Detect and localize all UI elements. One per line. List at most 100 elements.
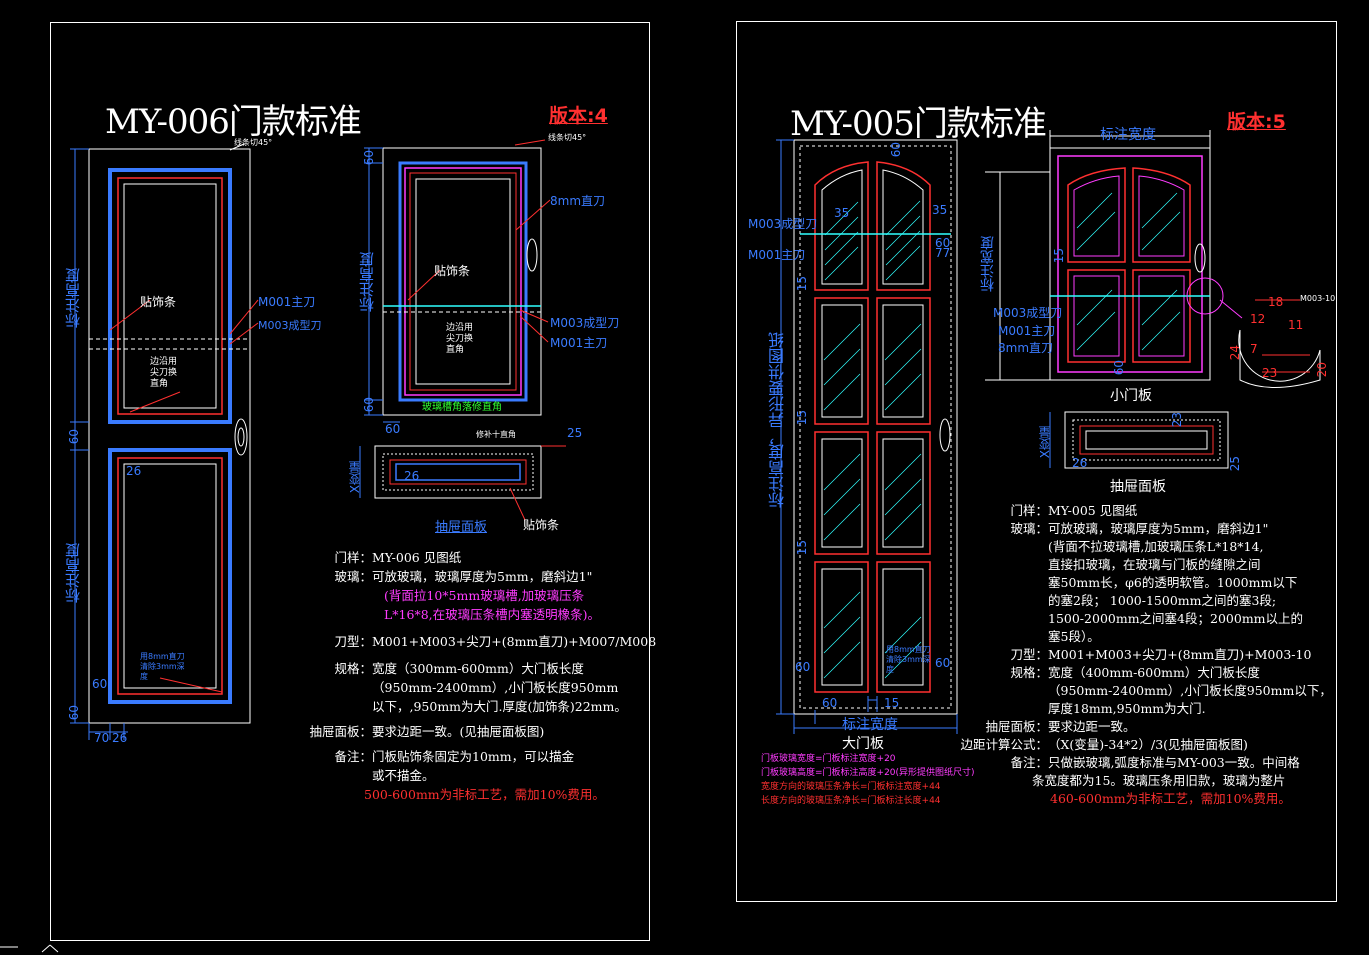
right-dim-15-d: 15 [884, 696, 900, 710]
right-m001-label: M001主刀 [748, 248, 806, 262]
note-key: 抽屉面板： [985, 719, 1048, 734]
note-value: 可放玻璃，玻璃厚度为5mm，磨斜边1" [1048, 521, 1269, 536]
right-dim-35-b: 35 [932, 203, 948, 217]
left-drawer-dim-26: 26 [404, 469, 420, 483]
left-tiestrip-label-1: 贴饰条 [140, 295, 177, 309]
right-dim-60-b: 60 [935, 236, 951, 250]
right-note-row: (背面不拉玻璃槽,加玻璃压条L*18*14, [974, 538, 1332, 556]
note-key: 门样： [334, 550, 372, 565]
right-profile-dim-23: 23 [1262, 366, 1278, 380]
left-cut45-label-2: 线条切45° [548, 133, 587, 142]
right-dim-60-f: 60 [1112, 360, 1126, 376]
left-dim-60-b: 60 [67, 705, 81, 721]
left-spec-notes: 门样：MY-006 见图纸 玻璃：可放玻璃，玻璃厚度为5mm，磨斜边1" (背面… [300, 548, 656, 804]
note-value: 500-600mm为非标工艺，需加10%费用。 [364, 787, 605, 802]
right-dim-60-d: 60 [935, 656, 951, 670]
left-8mm-blade-label: 8mm直刀 [550, 194, 606, 208]
left-height-dim-2: 标注高度 [64, 543, 82, 603]
right-title: MY-005门款标准 [790, 104, 1047, 144]
left-note-row: 玻璃：可放玻璃，玻璃厚度为5mm，磨斜边1" [300, 567, 656, 586]
right-drawer-xvar: X变量 [1038, 426, 1052, 459]
note-key: 备注： [1010, 755, 1048, 770]
left-dim-60-f: 60 [385, 422, 401, 436]
right-note-row: 厚度18mm,950mm为大门. [974, 700, 1332, 718]
note-key: 备注： [334, 749, 372, 764]
note-value: （X(变量)-34*2）/3(见抽屉面板图) [1048, 737, 1248, 752]
note-value: 的塞2段； 1000-1500mm之间的塞3段; [1048, 593, 1277, 608]
right-dim-15-e: 15 [1052, 248, 1066, 264]
right-note-row: 的塞2段； 1000-1500mm之间的塞3段; [974, 592, 1332, 610]
left-m001-label-small: M001主刀 [550, 336, 608, 350]
right-note-row: 规格：宽度（400mm-600mm）大门板长度 [974, 664, 1332, 682]
left-edge-note: 边沿用 尖刀换 直角 [150, 357, 178, 389]
right-small-door-title: 小门板 [1110, 388, 1152, 404]
right-note-row: 玻璃：可放玻璃，玻璃厚度为5mm，磨斜边1" [974, 520, 1332, 538]
right-profile-dim-24: 24 [1228, 345, 1242, 361]
left-edge-note-small: 边沿用 尖刀换 直角 [446, 323, 474, 355]
right-m003-label: M003成型刀 [748, 217, 818, 231]
right-sheet-frame [736, 21, 1337, 902]
note-value: 要求边距一致。 [1048, 719, 1136, 734]
note-value: 只做嵌玻璃,弧度标准与MY-003一致。中间格 [1048, 755, 1300, 770]
left-m001-label: M001主刀 [258, 295, 316, 309]
right-note-row: 边距计算公式：（X(变量)-34*2）/3(见抽屉面板图) [950, 736, 1332, 754]
right-m003-label-small: M003成型刀 [993, 306, 1063, 320]
note-value: 或不描金。 [372, 768, 435, 783]
left-dim-60-d: 60 [362, 150, 376, 166]
right-big-door-title: 大门板 [842, 736, 884, 752]
formula-line: 宽度方向的玻璃压条净长=门板标注宽度+44 [761, 782, 941, 792]
note-value: 可放玻璃，玻璃厚度为5mm，磨斜边1" [372, 569, 593, 584]
right-big-height-dim: 标注高度，异形要供图纸 [768, 332, 787, 508]
right-profile-dim-18: 18 [1268, 295, 1284, 309]
note-value: MY-005 见图纸 [1048, 503, 1138, 518]
left-height-dim-3: 标注高度 [358, 252, 376, 312]
right-bottom-note: 用8mm直刀 清除3mm深 度 [886, 645, 931, 674]
right-small-height-dim: 标注宽度 [980, 236, 996, 292]
left-title: MY-006门款标准 [105, 102, 362, 142]
left-bottom-note: 用8mm直刀 清除3mm深 度 [140, 652, 185, 681]
note-value: （950mm-2400mm）,小门板长度950mm以下， [1048, 683, 1332, 698]
right-8mm-blade-label: 8mm直刀 [998, 341, 1054, 355]
note-value: 直接扣玻璃，在玻璃与门板的缝隙之间 [1048, 557, 1261, 572]
right-note-row: 直接扣玻璃，在玻璃与门板的缝隙之间 [974, 556, 1332, 574]
note-key: 边距计算公式： [960, 737, 1048, 752]
left-sheet-frame [50, 22, 650, 941]
left-note-row: (背面拉10*5mm玻璃槽,加玻璃压条 [300, 586, 656, 605]
note-value: 塞5段）。 [1048, 629, 1100, 644]
note-value: (背面拉10*5mm玻璃槽,加玻璃压条 [384, 588, 585, 603]
note-value: M001+M003+尖刀+(8mm直刀)+M003-10 [1048, 647, 1312, 662]
left-note-row: 规格：宽度（300mm-600mm）大门板长度 [300, 659, 656, 678]
left-note-row: 刀型：M001+M003+尖刀+(8mm直刀)+M007/M008 [300, 632, 656, 651]
right-drawer-title: 抽屉面板 [1110, 479, 1166, 495]
left-drawer-xvar: X变量 [348, 461, 362, 494]
right-dim-15-c: 15 [795, 540, 809, 556]
formula-line: 长度方向的玻璃压条净长=门板标注长度+44 [761, 796, 941, 806]
left-dim-26-a: 26 [126, 464, 142, 478]
right-big-width-dim: 标注宽度 [842, 717, 898, 733]
note-value: 460-600mm为非标工艺，需加10%费用。 [1050, 791, 1291, 806]
note-key: 刀型： [334, 634, 372, 649]
right-drawer-dim-26: 26 [1072, 456, 1088, 470]
right-spec-notes: 门样：MY-005 见图纸 玻璃：可放玻璃，玻璃厚度为5mm，磨斜边1" (背面… [960, 502, 1332, 808]
right-note-row: 刀型：M001+M003+尖刀+(8mm直刀)+M003-10 [974, 646, 1332, 664]
formula-line: 门板玻璃高度=门板标注高度+20(异形提供图纸尺寸) [761, 768, 975, 778]
right-note-row: 抽屉面板：要求边距一致。 [974, 718, 1332, 736]
left-dim-60-e: 60 [362, 397, 376, 413]
note-value: 厚度18mm,950mm为大门. [1048, 701, 1206, 716]
left-note-row: 或不描金。 [300, 766, 656, 785]
left-cut45-label-1: 线条切45° [234, 138, 273, 147]
left-note-row: （950mm-2400mm）,小门板长度950mm [300, 678, 656, 697]
right-dim-35-a: 35 [834, 206, 850, 220]
left-note-row: 以下，,950mm为大门.厚度(加饰条)22mm。 [300, 697, 656, 716]
note-value: 门板贴饰条固定为10mm，可以描金 [372, 749, 575, 764]
right-profile-dim-7: 7 [1250, 342, 1258, 356]
right-dim-60-e: 60 [822, 696, 838, 710]
note-value: (背面不拉玻璃槽,加玻璃压条L*18*14, [1048, 539, 1264, 554]
left-m003-label-small: M003成型刀 [550, 316, 620, 330]
right-version: 版本:5 [1227, 111, 1286, 133]
left-glass-groove-note: 玻璃槽角落修直角 [422, 402, 502, 413]
right-dim-15-b: 15 [795, 410, 809, 426]
right-small-width-dim: 标注宽度 [1100, 127, 1156, 143]
left-drawer-dim-25: 25 [567, 426, 583, 440]
